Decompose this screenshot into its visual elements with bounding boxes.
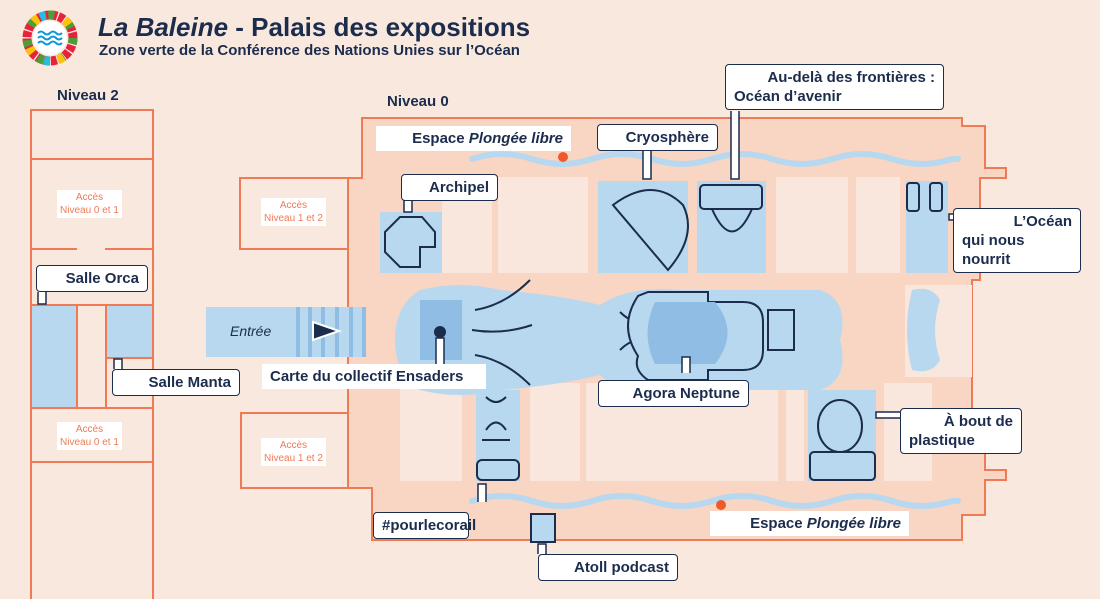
label-line: À bout de [943,413,1013,430]
room-espace-plongee-bottom[interactable]: Espace Plongée libre [710,511,909,536]
page-title: La Baleine - Palais des expositions [98,12,530,43]
level0-building [37,111,1007,554]
room-agora-neptune[interactable]: Agora Neptune [598,380,749,407]
room-espace-plongee-top[interactable]: Espace Plongée libre [376,126,571,151]
entrance[interactable] [206,307,366,357]
room-cryosphere[interactable]: Cryosphère [597,124,718,151]
label-line: nourrit [962,251,1011,268]
room-carte-collectif-ensaders[interactable]: Carte du collectif Ensaders [262,364,486,389]
entrance-label: Entrée [230,323,272,339]
room-salle-orca[interactable]: Salle Orca [36,265,148,292]
title-italic: La Baleine [98,12,229,42]
title-rest: - Palais des expositions [228,12,531,42]
access-title: Accès [279,200,308,211]
access-levels: Niveau 0 et 1 [60,205,119,216]
level-0-label: Niveau 0 [387,93,449,110]
label-line: plastique [909,432,975,449]
label-line: Au-delà des frontières : [767,69,935,86]
access-title: Accès [75,192,104,203]
sdg-logo-icon [22,10,78,66]
plongee-italic: Plongée libre [806,515,901,532]
plongee-prefix: Espace [412,130,469,147]
entrance-arrow-icon [312,320,343,342]
room-au-dela-des-frontieres[interactable]: Au-delà des frontières : Océan d’avenir [725,64,944,110]
room-salle-manta[interactable]: Salle Manta [112,369,240,396]
label-line: L’Océan [1013,213,1072,230]
room-pourlecorail[interactable]: #pourlecorail [373,512,476,539]
access-levels: Niveau 1 et 2 [264,213,323,224]
level2-building [30,109,154,599]
plongee-italic: Plongée libre [468,130,563,147]
access-levels: Niveau 1 et 2 [264,453,323,464]
level-2-label: Niveau 2 [57,87,119,104]
label-line: Océan d’avenir [734,88,842,105]
page-subtitle: Zone verte de la Conférence des Nations … [99,42,520,59]
room-ocean-qui-nous-nourrit[interactable]: L’Océan qui nous nourrit [953,208,1081,273]
plongee-prefix: Espace [750,515,807,532]
access-levels: Niveau 0 et 1 [60,437,119,448]
access-title: Accès [75,424,104,435]
room-atoll-podcast[interactable]: Atoll podcast [538,554,678,581]
label-line: qui nous [962,232,1025,249]
access-title: Accès [279,440,308,451]
room-a-bout-de-plastique[interactable]: À bout de plastique [900,408,1022,454]
room-archipel[interactable]: Archipel [401,174,498,201]
